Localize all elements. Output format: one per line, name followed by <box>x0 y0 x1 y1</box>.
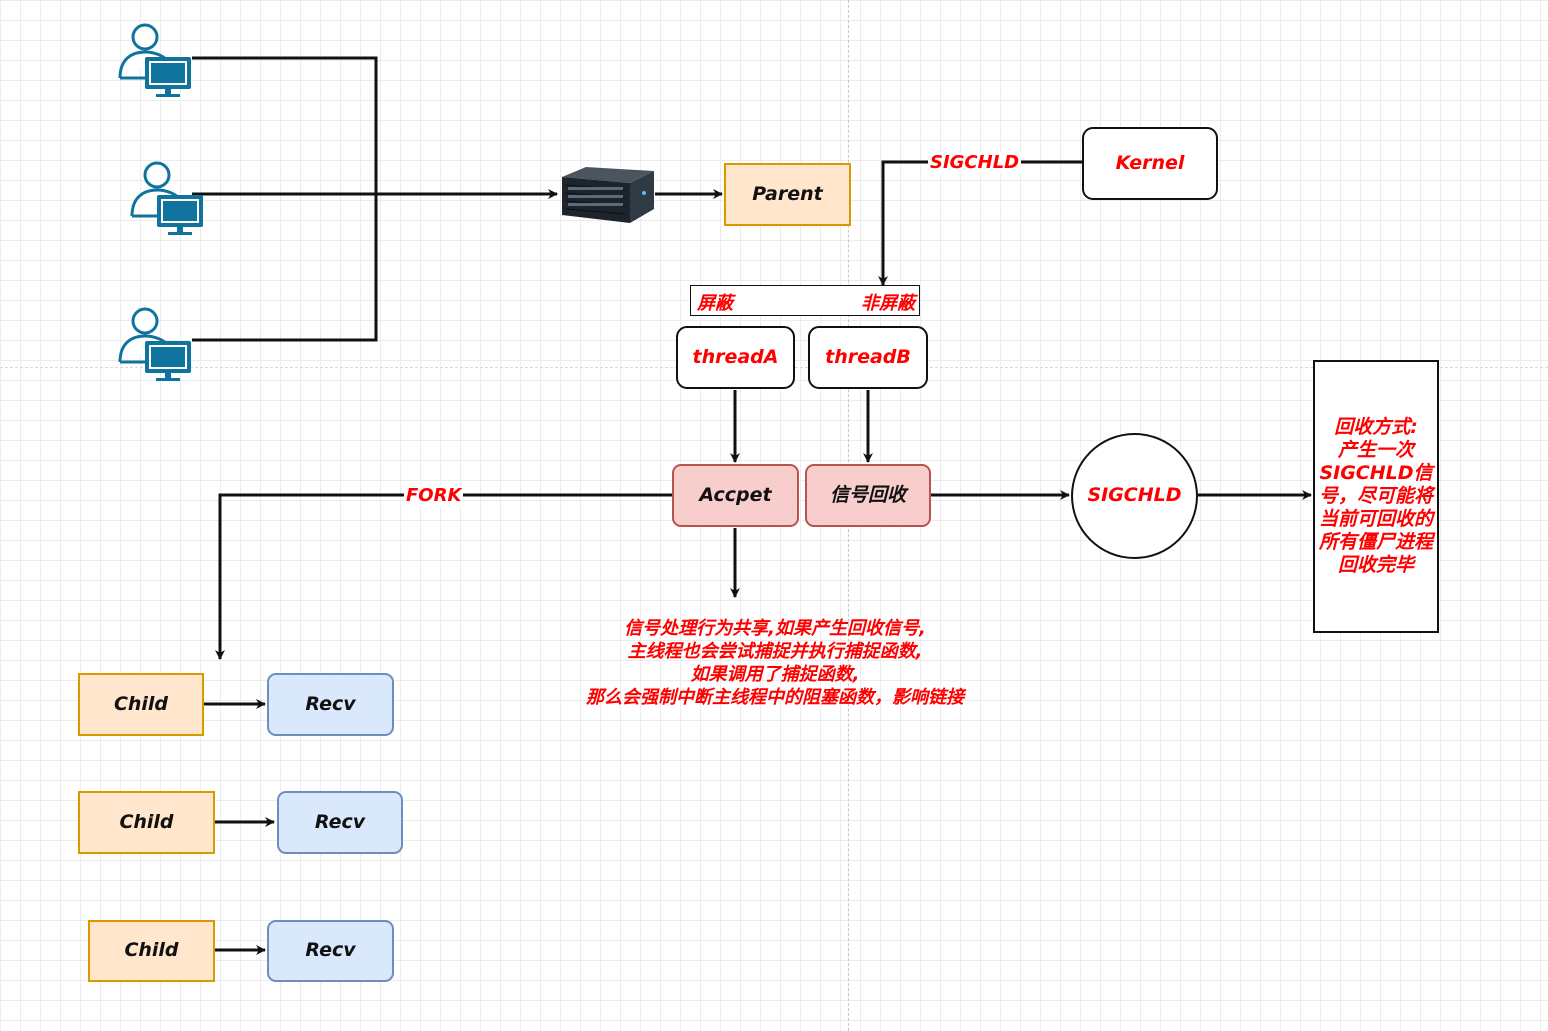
server-icon <box>562 167 654 223</box>
parent-node[interactable]: Parent <box>724 163 851 226</box>
kernel-node[interactable]: Kernel <box>1082 127 1218 200</box>
client-3-connector <box>192 194 378 342</box>
threadB-node[interactable]: threadB <box>808 326 928 389</box>
reclaim-method-line: 回收方式: <box>1334 416 1418 438</box>
kernel-label: Kernel <box>1115 151 1185 174</box>
fork-arrow <box>215 493 672 660</box>
user-computer-icon <box>130 161 203 235</box>
note-line: 那么会强制中断主线程中的阻塞函数，影响链接 <box>586 687 964 708</box>
reclaim-method-text: 回收方式: 产生一次 SIGCHLD信 号，尽可能将 当前可回收的 所有僵尸进程… <box>1310 416 1442 577</box>
fork-edge-label: FORK <box>404 485 464 507</box>
reclaim-method-box[interactable] <box>1313 360 1439 633</box>
reclaim-method-line: 所有僵尸进程 <box>1318 531 1433 553</box>
threadA-label: threadA <box>692 345 779 368</box>
reclaim-method-line: 号，尽可能将 <box>1318 485 1433 507</box>
child-node[interactable]: Child <box>88 920 215 982</box>
sigchld-node[interactable]: SIGCHLD <box>1071 433 1198 559</box>
parent-label: Parent <box>752 182 823 205</box>
masked-label: 屏蔽 <box>697 293 733 314</box>
signal-reclaim-label: 信号回收 <box>829 483 906 506</box>
recv-label: Recv <box>305 939 356 962</box>
recv-node[interactable]: Recv <box>267 673 394 736</box>
child-label: Child <box>119 810 174 833</box>
note-line: 主线程也会尝试捕捉并执行捕捉函数, <box>627 641 923 662</box>
signal-mask-bar[interactable]: 屏蔽 非屏蔽 <box>690 285 920 316</box>
reclaim-method-line: SIGCHLD信 <box>1319 462 1433 484</box>
signal-edge-label: SIGCHLD <box>928 152 1022 174</box>
unmasked-label: 非屏蔽 <box>861 293 915 314</box>
recv-label: Recv <box>314 810 366 833</box>
child-label: Child <box>113 692 169 715</box>
child-node[interactable]: Child <box>78 673 204 736</box>
reclaim-method-line: 回收完毕 <box>1337 554 1414 576</box>
recv-node[interactable]: Recv <box>277 791 403 854</box>
accept-node[interactable]: Accpet <box>672 464 799 527</box>
reclaim-method-line: 产生一次 <box>1337 439 1414 461</box>
kernel-signal-arrow <box>878 160 1082 286</box>
accept-label: Accpet <box>699 483 772 506</box>
threadB-label: threadB <box>825 345 911 368</box>
note-line: 如果调用了捕捉函数, <box>690 664 860 685</box>
user-computer-icon <box>118 23 191 97</box>
recv-node[interactable]: Recv <box>267 920 394 982</box>
threadA-node[interactable]: threadA <box>676 326 795 389</box>
signal-sharing-note: 信号处理行为共享,如果产生回收信号, 主线程也会尝试捕捉并执行捕捉函数, 如果调… <box>540 617 1010 709</box>
reclaim-method-line: 当前可回收的 <box>1318 508 1433 530</box>
sigchld-label: SIGCHLD <box>1087 484 1182 507</box>
note-line: 信号处理行为共享,如果产生回收信号, <box>624 618 926 639</box>
signal-reclaim-node[interactable]: 信号回收 <box>805 464 931 527</box>
child-label: Child <box>124 939 179 962</box>
user-computer-icon <box>118 307 191 381</box>
child-node[interactable]: Child <box>78 791 215 854</box>
client-1-connector <box>192 56 378 194</box>
recv-label: Recv <box>305 692 356 715</box>
